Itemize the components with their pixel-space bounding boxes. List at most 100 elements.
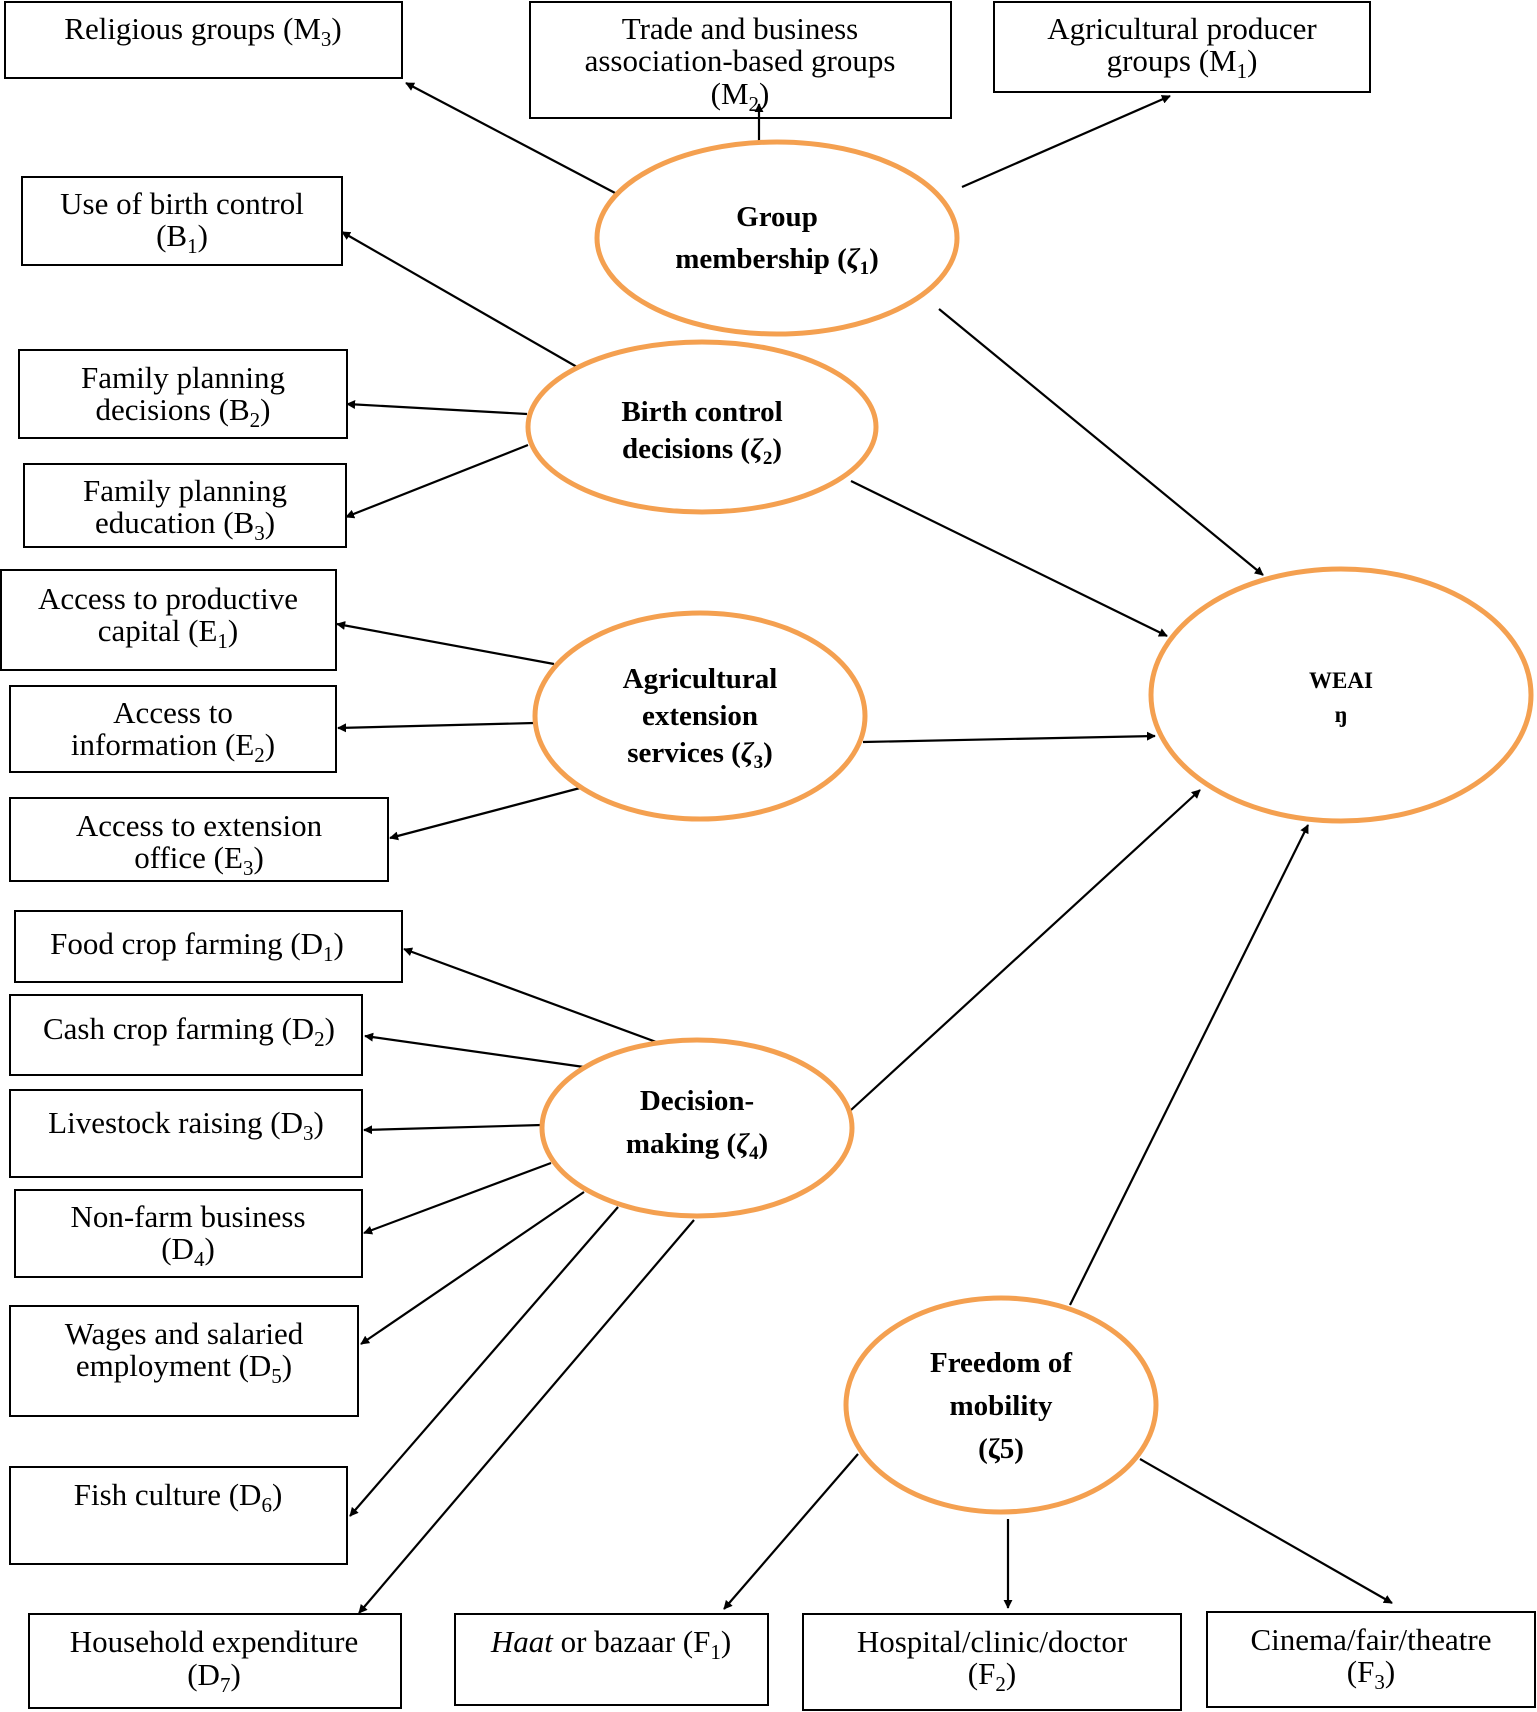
- indicator-label-f2-line2: (F2): [968, 1656, 1016, 1696]
- mobility-label-line1: Freedom of: [930, 1347, 1072, 1379]
- indicator-label-e2-line1: Access to: [113, 695, 233, 730]
- indicator-box-d7: Household expenditure (D7): [28, 1613, 402, 1709]
- extension-label-line3: services (ζ3): [627, 737, 773, 773]
- indicator-label-d6: Fish culture (D6): [74, 1477, 283, 1517]
- mobility-label-line2: mobility: [949, 1390, 1053, 1422]
- arrow-birth-to-b3: [345, 443, 529, 519]
- indicator-box-b1: Use of birth control (B1): [21, 176, 343, 266]
- indicator-label-d4-line1: Non-farm business: [70, 1199, 305, 1234]
- indicator-label-m2-line1: Trade and business: [622, 11, 859, 46]
- outcome-weai: WEAI ŋ: [1148, 566, 1534, 824]
- indicator-label-d7-line2: (D7): [187, 1657, 241, 1697]
- arrow-group-to-weai: [938, 308, 1264, 576]
- indicator-label-e2-line2: information (E2): [71, 727, 275, 767]
- birth-control-label-line2: decisions (ζ2): [622, 433, 782, 469]
- arrow-dec-to-weai: [850, 789, 1201, 1111]
- arrow-birth-to-weai: [850, 480, 1168, 637]
- indicator-label-e3-line2: office (E3): [134, 840, 264, 880]
- indicator-label-m1-line1: Agricultural producer: [1047, 11, 1317, 46]
- indicator-box-d6: Fish culture (D6): [9, 1466, 348, 1565]
- birth-control-label-line1: Birth control: [621, 396, 782, 428]
- arrow-ext-to-e3: [389, 786, 581, 841]
- indicator-label-b3-line2: education (B3): [95, 505, 275, 545]
- decision-making-label-line1: Decision-: [640, 1085, 754, 1117]
- arrow-dec-to-d1: [403, 947, 660, 1045]
- arrows: [336, 82, 1393, 1614]
- indicator-label-b2-line2: decisions (B2): [96, 392, 271, 432]
- latent-birth-control: Birth control decisions (ζ2): [525, 339, 879, 515]
- indicator-box-m1: Agricultural producer groups (M1): [993, 1, 1371, 93]
- indicator-label-d2: Cash crop farming (D2): [43, 1011, 335, 1051]
- arrow-ext-to-e1: [336, 621, 555, 666]
- arrow-group-to-m1: [961, 94, 1171, 189]
- indicator-label-d7-line1: Household expenditure: [70, 1624, 358, 1659]
- indicator-label-m1-line2: groups (M1): [1107, 43, 1258, 83]
- arrow-dec-to-d6: [349, 1206, 619, 1517]
- arrow-mob-to-weai: [1069, 824, 1309, 1306]
- arrow-dec-to-d5: [360, 1191, 585, 1345]
- indicator-label-d5-line2: employment (D5): [76, 1348, 292, 1388]
- mobility-label-line3: (ζ5): [978, 1433, 1024, 1465]
- latent-freedom-of-mobility: Freedom of mobility (ζ5): [843, 1295, 1159, 1515]
- indicator-box-e3: Access to extension office (E3): [9, 797, 389, 882]
- indicator-box-f2: Hospital/clinic/doctor (F2): [802, 1613, 1182, 1711]
- group-membership-label-line2: membership (ζ1): [675, 243, 879, 279]
- group-membership-label-line1: Group: [736, 201, 818, 233]
- indicator-label-b2-line1: Family planning: [81, 360, 285, 395]
- indicator-label-d1: Food crop farming (D1): [50, 926, 344, 966]
- indicator-label-d4-line2: (D4): [161, 1231, 215, 1271]
- arrow-dec-to-d7: [358, 1219, 695, 1614]
- indicator-label-d5-line1: Wages and salaried: [65, 1316, 304, 1351]
- arrow-birth-to-b1: [341, 231, 578, 368]
- decision-making-label-line2: making (ζ4): [626, 1128, 768, 1164]
- indicator-label-e3-line1: Access to extension: [76, 808, 323, 843]
- arrow-group-to-m3: [405, 82, 618, 195]
- indicator-box-d4: Non-farm business (D4): [14, 1189, 363, 1278]
- arrow-dec-to-d4: [363, 1161, 552, 1235]
- indicator-label-f1: Haat or bazaar (F1): [490, 1624, 731, 1664]
- arrow-ext-to-e2: [337, 721, 535, 733]
- extension-label-line1: Agricultural: [623, 663, 778, 695]
- arrow-mob-to-f1: [723, 1453, 859, 1610]
- indicator-label-b3-line1: Family planning: [83, 473, 287, 508]
- indicator-box-d3: Livestock raising (D3): [9, 1089, 363, 1178]
- indicator-label-e1-line1: Access to productive: [38, 581, 298, 616]
- ellipse-group-membership: [594, 139, 960, 337]
- indicator-label-e1-line2: capital (E1): [98, 613, 238, 653]
- ellipse-extension-services: [532, 610, 868, 822]
- indicator-label-m3: Religious groups (M3): [64, 11, 341, 51]
- indicator-box-d5: Wages and salaried employment (D5): [9, 1305, 359, 1417]
- indicator-label-m2-line2: association-based groups: [585, 43, 896, 78]
- indicator-label-f3-line2: (F3): [1347, 1654, 1395, 1694]
- arrow-ext-to-weai: [862, 731, 1156, 744]
- arrow-dec-to-d2: [364, 1032, 585, 1069]
- extension-label-line2: extension: [642, 700, 758, 732]
- weai-label-line2: ŋ: [1335, 702, 1348, 727]
- indicator-label-f3-line1: Cinema/fair/theatre: [1251, 1622, 1492, 1657]
- indicator-box-f3: Cinema/fair/theatre (F3): [1206, 1611, 1536, 1708]
- ellipse-freedom-of-mobility: [843, 1295, 1159, 1515]
- indicator-box-f1: Haat or bazaar (F1): [454, 1613, 769, 1706]
- indicator-label-b1-line2: (B1): [156, 218, 208, 258]
- latent-extension-services: Agricultural extension services (ζ3): [532, 610, 868, 822]
- indicator-box-b2: Family planning decisions (B2): [18, 349, 348, 439]
- indicator-box-e1: Access to productive capital (E1): [0, 569, 337, 671]
- indicator-label-m2-line3: (M2): [711, 76, 770, 116]
- indicator-box-b3: Family planning education (B3): [23, 463, 347, 548]
- weai-label-line1: WEAI: [1309, 668, 1373, 693]
- indicator-box-m2: Trade and business association-based gro…: [529, 1, 952, 119]
- arrow-mob-to-f3: [1139, 1458, 1393, 1604]
- ellipse-decision-making: [539, 1037, 855, 1219]
- latent-decision-making: Decision- making (ζ4): [539, 1037, 855, 1219]
- indicator-box-e2: Access to information (E2): [9, 685, 337, 773]
- indicator-box-d2: Cash crop farming (D2): [9, 994, 363, 1076]
- indicator-label-b1-line1: Use of birth control: [60, 186, 304, 221]
- arrow-dec-to-d3: [363, 1123, 543, 1135]
- indicator-label-d3: Livestock raising (D3): [48, 1105, 324, 1145]
- indicator-box-m3: Religious groups (M3): [4, 1, 403, 79]
- ellipse-birth-control: [525, 339, 879, 515]
- latent-group-membership: Group membership (ζ1): [594, 139, 960, 337]
- indicator-box-d1: Food crop farming (D1): [14, 910, 403, 983]
- indicator-label-f2-line1: Hospital/clinic/doctor: [857, 1624, 1128, 1659]
